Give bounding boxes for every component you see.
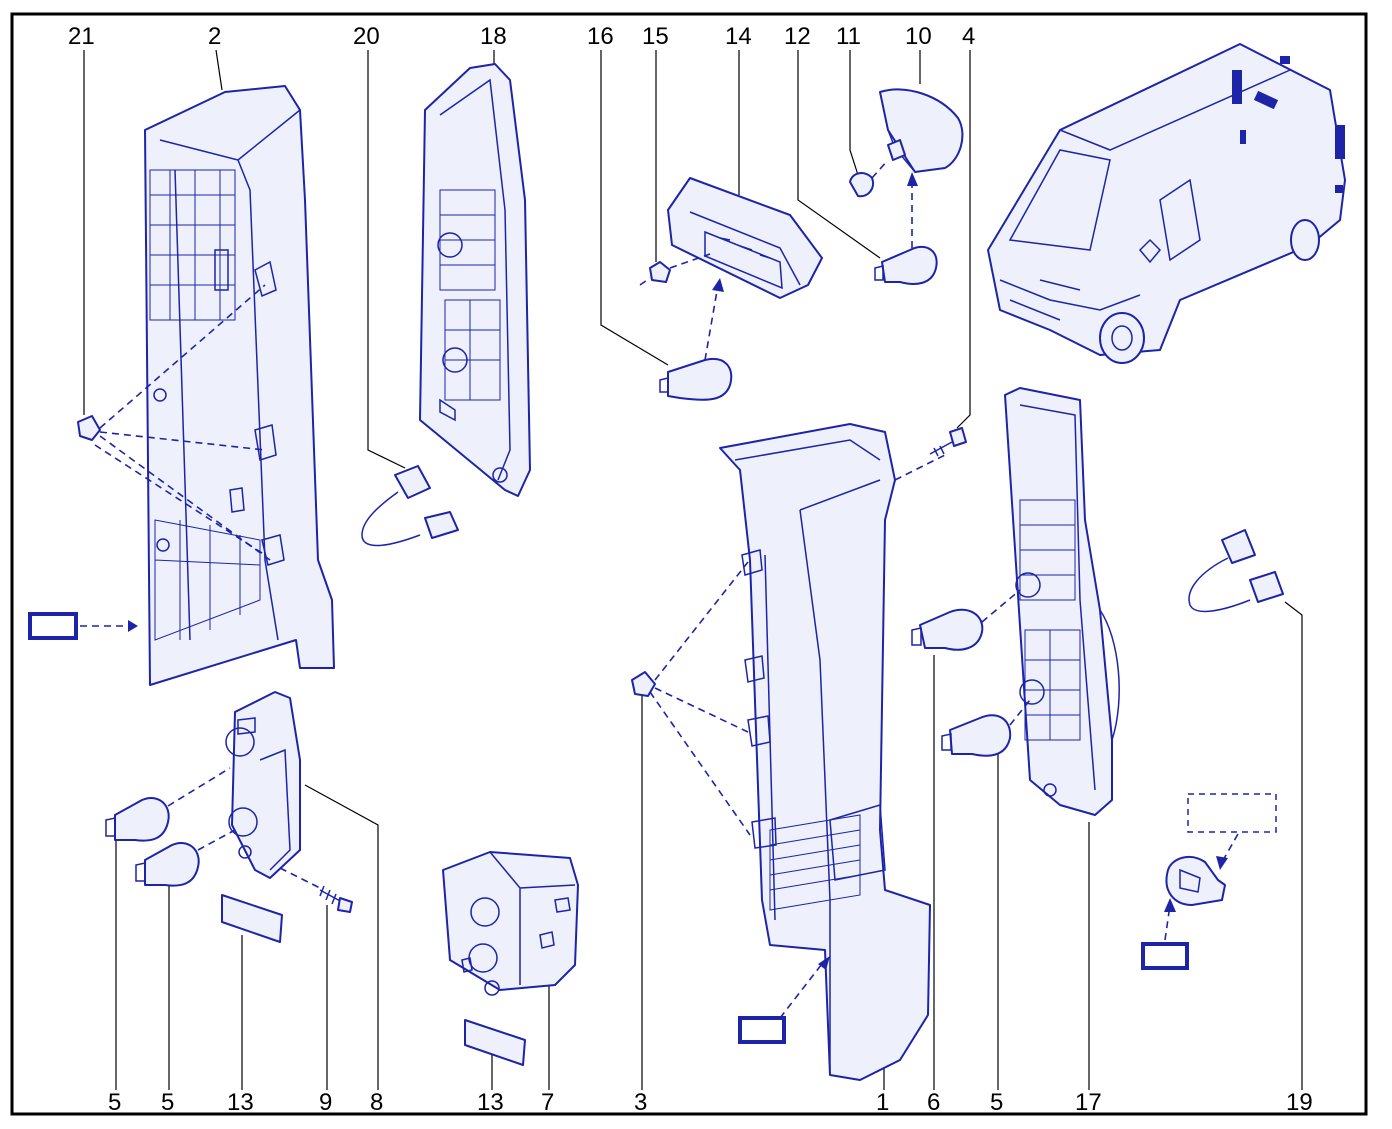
callout-10: 10 — [905, 23, 932, 50]
leader-lines — [83, 49, 1303, 1090]
bulb-detail-right — [1141, 793, 1277, 970]
callout-16: 16 — [587, 23, 614, 50]
diagram-frame — [10, 12, 1368, 1116]
callout-13a: 13 — [227, 1089, 254, 1116]
part-4-screw — [929, 427, 967, 457]
part-14-marker-housing — [667, 177, 823, 299]
callout-9: 9 — [319, 1089, 332, 1116]
part-5-bulb-right — [941, 699, 1031, 757]
callout-12: 12 — [784, 23, 811, 50]
callout-20: 20 — [353, 23, 380, 50]
callout-2: 2 — [208, 23, 221, 50]
part-17-rear-light-lens — [1004, 387, 1120, 816]
callout-14: 14 — [725, 23, 752, 50]
callout-5b: 5 — [161, 1089, 174, 1116]
part-20-wiring-connector — [361, 465, 459, 547]
part-2-rear-light-housing — [144, 85, 335, 686]
callout-6: 6 — [927, 1089, 940, 1116]
part-12-bulb — [874, 172, 938, 285]
part-3-clip — [631, 561, 751, 836]
callout-1: 1 — [876, 1089, 889, 1116]
part-15-bulb — [639, 253, 711, 286]
callout-11: 11 — [836, 23, 861, 50]
part-8-lamp-carrier — [225, 691, 301, 879]
part-19-wiring-connector — [1188, 529, 1284, 613]
part-13-plate-center — [464, 1019, 526, 1066]
part-21-clip — [77, 284, 271, 561]
callout-4: 4 — [962, 23, 975, 50]
callout-7: 7 — [541, 1089, 554, 1116]
callout-3: 3 — [634, 1089, 647, 1116]
part-18-rear-light-lens — [419, 63, 531, 497]
part-5-bulb-left-b — [135, 829, 236, 887]
part-6-bulb — [911, 589, 1021, 651]
part-11-bulb-holder — [849, 139, 906, 198]
callout-19: 19 — [1286, 1089, 1313, 1116]
part-7-lamp-unit — [442, 851, 579, 996]
callout-17: 17 — [1075, 1089, 1102, 1116]
callout-15: 15 — [642, 23, 669, 50]
label-plate-center — [738, 956, 830, 1044]
callout-5a: 5 — [108, 1089, 121, 1116]
part-9-screw — [279, 867, 353, 913]
callout-5c: 5 — [990, 1089, 1003, 1116]
callout-13b: 13 — [477, 1089, 504, 1116]
callout-18: 18 — [480, 23, 507, 50]
label-plate-left — [28, 612, 138, 640]
part-13-plate-left — [221, 894, 283, 943]
callout-8: 8 — [370, 1089, 383, 1116]
part-1-rear-light-housing — [719, 423, 946, 1081]
part-16-bulb — [659, 278, 733, 401]
part-5-bulb-left-a — [105, 767, 231, 842]
callout-21: 21 — [68, 23, 95, 50]
van-illustration — [987, 43, 1346, 364]
